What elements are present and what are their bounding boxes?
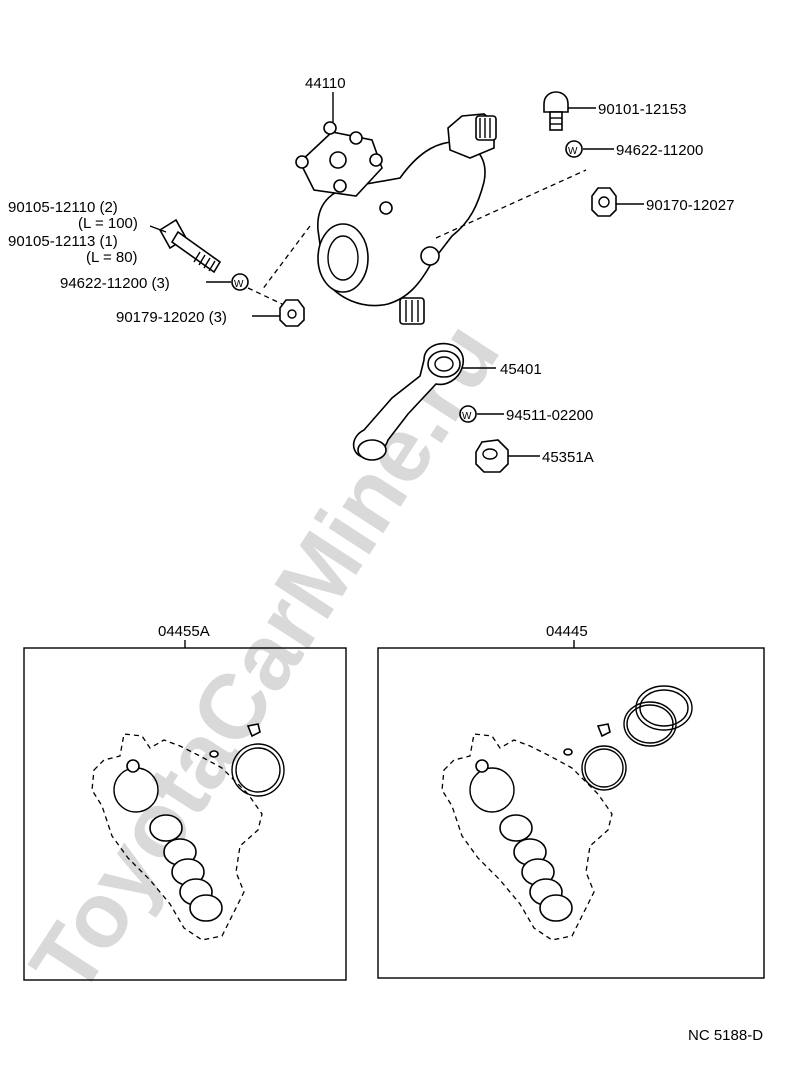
label-pitman-arm: 45401: [500, 361, 542, 378]
label-kit-1: 04455A: [158, 623, 210, 640]
plug-part: [543, 91, 569, 131]
washer-arm-part: W: [459, 405, 477, 423]
label-bolt-a-length: (L = 100): [78, 215, 138, 232]
washer-mark: W: [462, 411, 472, 422]
label-gear-housing: 44110: [305, 75, 346, 92]
steering-gear-housing: [295, 113, 497, 325]
gasket-kit-box-2: 04445: [377, 623, 765, 979]
washer-top-part: W: [565, 140, 583, 158]
washer-mark: W: [568, 146, 578, 157]
label-washer-bolts: 94622-11200 (3): [60, 275, 170, 292]
label-plug: 90101-12153: [598, 101, 686, 118]
nut-top-part: [591, 187, 617, 217]
label-kit-2: 04445: [546, 623, 588, 640]
pitman-arm-part: [352, 342, 464, 461]
nut-bolts-part: [279, 299, 305, 327]
label-bolt-a: 90105-12110 (2): [8, 199, 118, 216]
washer-bolts-part: W: [231, 273, 249, 291]
label-nut-top: 90170-12027: [646, 197, 734, 214]
label-washer-arm: 94511-02200: [506, 407, 593, 424]
label-washer-top: 94622-11200: [616, 142, 703, 159]
watermark-text: ToyotaCarMine.ru: [11, 305, 519, 1011]
gasket-kit-box-1: 04455A: [23, 623, 347, 981]
nut-arm-part: [475, 439, 509, 473]
label-bolt-b: 90105-12113 (1): [8, 233, 118, 250]
drawing-code: NC 5188-D: [688, 1027, 763, 1044]
label-nut-arm: 45351A: [542, 449, 594, 466]
label-nut-bolts: 90179-12020 (3): [116, 309, 227, 326]
washer-mark: W: [234, 279, 244, 290]
label-bolt-b-length: (L = 80): [86, 249, 138, 266]
mounting-bolt-part: [158, 218, 222, 274]
